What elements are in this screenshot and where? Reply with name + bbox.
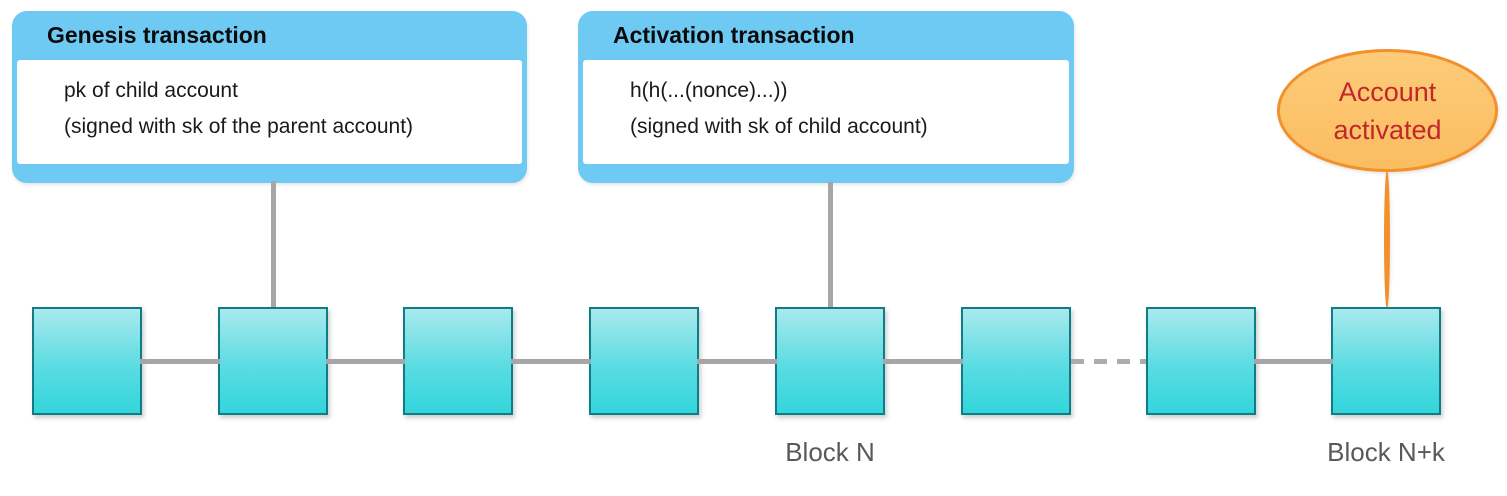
chain-block-3 [403,307,513,415]
chain-block-6 [961,307,1071,415]
block-connector-1 [140,359,220,364]
chain-block-4 [589,307,699,415]
block-connector-3 [511,359,591,364]
chain-block-8 [1331,307,1441,415]
activation-to-block-connector-line [828,182,833,309]
genesis-callout-body: pk of child account (signed with sk of t… [17,60,522,164]
chain-block-5 [775,307,885,415]
genesis-callout-title: Genesis transaction [47,22,267,48]
block-connector-5 [883,359,963,364]
genesis-to-block-connector-line [271,181,276,309]
activation-body-line2: (signed with sk of child account) [630,115,928,138]
account-activated-ellipse: Account activated [1277,49,1498,172]
ellipse-to-block-connector-line [1384,170,1390,309]
block-connector-7 [1254,359,1333,364]
block-connector-4 [697,359,777,364]
block-connector-2 [326,359,405,364]
account-activated-label: Account activated [1333,76,1442,145]
activation-body-line1: h(h(...(nonce)...)) [630,79,788,102]
activation-callout-body: h(h(...(nonce)...)) (signed with sk of c… [583,60,1069,164]
chain-block-1 [32,307,142,415]
block-label-8: Block N+k [1327,437,1445,467]
activation-transaction-callout: Activation transaction h(h(...(nonce)...… [578,11,1074,183]
block-label-5: Block N [785,437,875,467]
genesis-body-line2: (signed with sk of the parent account) [64,115,414,138]
chain-block-2 [218,307,328,415]
activation-callout-title: Activation transaction [613,22,855,48]
genesis-transaction-callout: Genesis transaction pk of child account … [12,11,527,183]
chain-block-7 [1146,307,1256,415]
genesis-body-line1: pk of child account [64,79,238,102]
block-connector-6-dashed [1071,359,1146,364]
